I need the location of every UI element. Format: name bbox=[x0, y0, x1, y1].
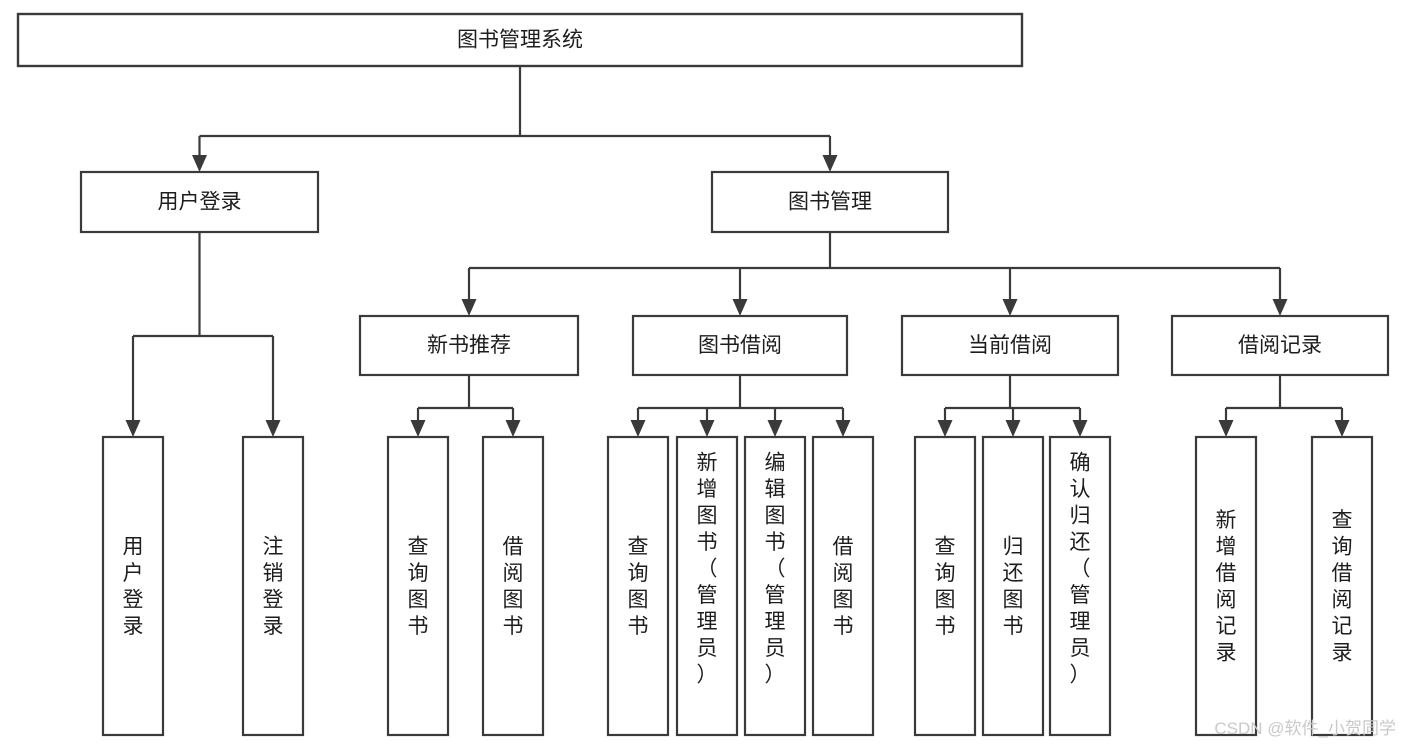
node-box-borrow-record[interactable] bbox=[1170, 314, 1390, 377]
node-book-management[interactable]: 图书管理 bbox=[710, 170, 950, 234]
node-box-leaf-add-book[interactable] bbox=[675, 435, 739, 737]
node-box-leaf-query-book-borrow[interactable] bbox=[606, 435, 670, 737]
node-label-leaf-add-book: 新增图书（管理员） bbox=[697, 452, 718, 687]
node-box-leaf-edit-book[interactable] bbox=[743, 435, 807, 737]
node-box-leaf-logout[interactable] bbox=[241, 435, 305, 737]
node-box-new-book-recommend[interactable] bbox=[358, 314, 580, 377]
node-borrow-record[interactable]: 借阅记录 bbox=[1170, 314, 1390, 377]
node-label-book-borrow: 图书借阅 bbox=[698, 334, 782, 357]
node-box-leaf-return-book[interactable] bbox=[981, 435, 1045, 737]
connector-group bbox=[192, 66, 838, 172]
node-box-leaf-query-book-current[interactable] bbox=[913, 435, 977, 737]
node-label-leaf-edit-book: 编辑图书（管理员） bbox=[765, 452, 786, 687]
connector-group bbox=[630, 375, 851, 437]
node-label-leaf-add-borrow-record: 新增借阅记录 bbox=[1216, 509, 1237, 665]
node-box-leaf-user-login[interactable] bbox=[101, 435, 165, 737]
connector-group bbox=[461, 232, 1288, 316]
node-leaf-borrow-book-recommend[interactable]: 借阅图书 bbox=[481, 435, 545, 737]
node-label-user-login: 用户登录 bbox=[158, 191, 242, 214]
csdn-watermark: CSDN @软件_小贺同学 bbox=[1214, 719, 1396, 738]
connector-group bbox=[937, 375, 1088, 437]
node-label-leaf-user-login: 用户登录 bbox=[123, 536, 144, 639]
node-label-leaf-confirm-return: 确认归还（管理员） bbox=[1070, 452, 1091, 687]
node-box-user-login[interactable] bbox=[79, 170, 320, 234]
node-box-current-borrow[interactable] bbox=[900, 314, 1120, 377]
node-label-book-management: 图书管理 bbox=[788, 191, 872, 214]
node-leaf-return-book[interactable]: 归还图书 bbox=[981, 435, 1045, 737]
node-label-root: 图书管理系统 bbox=[457, 29, 583, 52]
node-leaf-query-book-borrow[interactable]: 查询图书 bbox=[606, 435, 670, 737]
node-leaf-query-book-recommend[interactable]: 查询图书 bbox=[386, 435, 450, 737]
node-label-leaf-query-book-current: 查询图书 bbox=[935, 536, 956, 639]
node-box-leaf-query-borrow-record[interactable] bbox=[1310, 435, 1374, 737]
node-box-leaf-query-book-recommend[interactable] bbox=[386, 435, 450, 737]
node-current-borrow[interactable]: 当前借阅 bbox=[900, 314, 1120, 377]
node-root[interactable]: 图书管理系统 bbox=[16, 12, 1024, 68]
node-box-leaf-borrow-book-recommend[interactable] bbox=[481, 435, 545, 737]
node-box-root[interactable] bbox=[16, 12, 1024, 68]
connector-group bbox=[1218, 375, 1350, 437]
connector-layer bbox=[125, 66, 1350, 437]
node-label-leaf-return-book: 归还图书 bbox=[1003, 536, 1024, 639]
node-label-leaf-query-borrow-record: 查询借阅记录 bbox=[1332, 509, 1353, 665]
node-user-login[interactable]: 用户登录 bbox=[79, 170, 320, 234]
node-box-leaf-confirm-return[interactable] bbox=[1048, 435, 1112, 737]
node-label-leaf-borrow-book: 借阅图书 bbox=[833, 536, 854, 639]
node-box-leaf-borrow-book[interactable] bbox=[811, 435, 875, 737]
node-label-borrow-record: 借阅记录 bbox=[1238, 334, 1322, 357]
node-label-leaf-query-book-recommend: 查询图书 bbox=[408, 536, 429, 639]
node-box-book-management[interactable] bbox=[710, 170, 950, 234]
node-leaf-user-login[interactable]: 用户登录 bbox=[101, 435, 165, 737]
node-label-new-book-recommend: 新书推荐 bbox=[427, 334, 511, 357]
node-new-book-recommend[interactable]: 新书推荐 bbox=[358, 314, 580, 377]
node-label-leaf-query-book-borrow: 查询图书 bbox=[628, 536, 649, 639]
node-layer: 图书管理系统用户登录图书管理新书推荐图书借阅当前借阅借阅记录用户登录注销登录查询… bbox=[16, 12, 1390, 737]
node-box-leaf-add-borrow-record[interactable] bbox=[1194, 435, 1258, 737]
node-leaf-confirm-return[interactable]: 确认归还（管理员） bbox=[1048, 435, 1112, 737]
node-box-book-borrow[interactable] bbox=[631, 314, 849, 377]
node-label-leaf-logout: 注销登录 bbox=[263, 536, 284, 639]
node-leaf-query-borrow-record[interactable]: 查询借阅记录 bbox=[1310, 435, 1374, 737]
node-leaf-add-borrow-record[interactable]: 新增借阅记录 bbox=[1194, 435, 1258, 737]
connector-group bbox=[410, 375, 521, 437]
node-leaf-add-book[interactable]: 新增图书（管理员） bbox=[675, 435, 739, 737]
node-label-current-borrow: 当前借阅 bbox=[968, 334, 1052, 357]
connector-group bbox=[125, 232, 281, 437]
node-leaf-borrow-book[interactable]: 借阅图书 bbox=[811, 435, 875, 737]
node-leaf-query-book-current[interactable]: 查询图书 bbox=[913, 435, 977, 737]
node-label-leaf-borrow-book-recommend: 借阅图书 bbox=[503, 536, 524, 639]
node-leaf-logout[interactable]: 注销登录 bbox=[241, 435, 305, 737]
node-book-borrow[interactable]: 图书借阅 bbox=[631, 314, 849, 377]
node-leaf-edit-book[interactable]: 编辑图书（管理员） bbox=[743, 435, 807, 737]
